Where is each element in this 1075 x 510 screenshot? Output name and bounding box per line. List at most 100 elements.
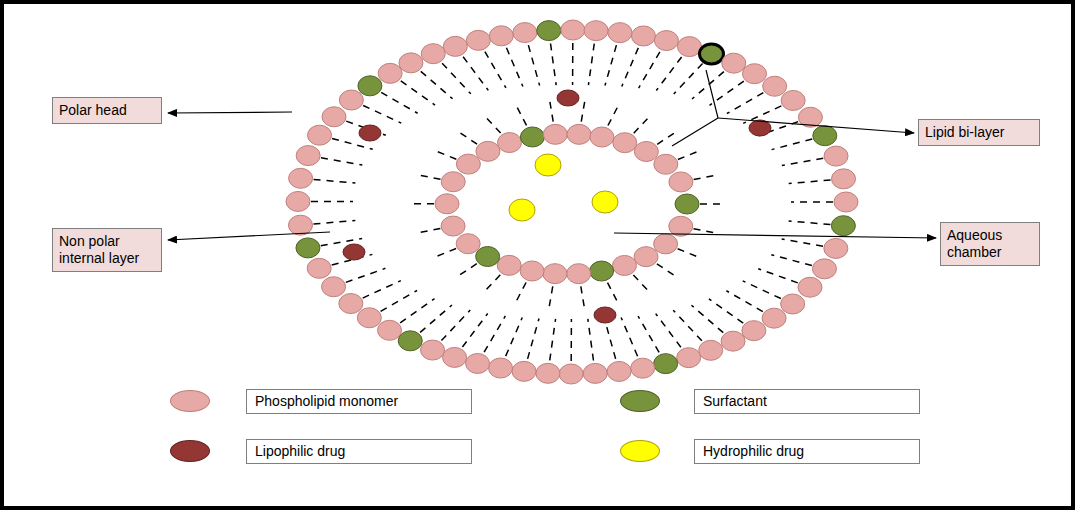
phospholipid-head [763, 76, 787, 96]
phospholipid-head [322, 277, 346, 297]
lipid-tail [455, 264, 477, 278]
surfactant-molecule [699, 44, 723, 64]
leader-line [614, 233, 936, 238]
phospholipid-head [798, 277, 822, 297]
phospholipid-head [489, 26, 513, 46]
phospholipid-head [742, 321, 766, 341]
phospholipid-head [834, 192, 858, 212]
lipid-tail [415, 229, 441, 234]
lipid-tail [673, 310, 702, 341]
lipid-tail [482, 275, 500, 294]
legend-swatch [620, 390, 660, 412]
lipid-tail [691, 305, 723, 332]
lipid-tail [506, 318, 523, 357]
lipid-tail [455, 130, 477, 144]
lipid-tail [678, 249, 702, 259]
lipid-tail [639, 52, 660, 88]
lipophilic-drug [359, 125, 381, 141]
lipid-tail [608, 283, 620, 306]
phospholipid-head [289, 168, 313, 188]
label-box: Lipid bi-layer [918, 119, 1040, 146]
lipid-tail [363, 105, 401, 123]
surfactant-molecule [813, 126, 837, 146]
phospholipid-head [476, 141, 500, 161]
phospholipid-head [812, 259, 836, 279]
lipid-tail [634, 114, 652, 133]
phospholipid-head [634, 247, 658, 267]
legend-swatch [170, 390, 210, 412]
phospholipid-head [699, 340, 723, 360]
lipid-tail [381, 92, 417, 113]
lipid-tail [463, 57, 488, 91]
surfactant-molecule [296, 238, 320, 258]
lipid-tail [789, 221, 831, 225]
phospholipid-head [456, 154, 480, 174]
phospholipid-head [543, 264, 567, 284]
lipid-tail [633, 275, 651, 294]
phospholipid-head [378, 63, 402, 83]
surfactant-molecule [654, 354, 678, 374]
lipid-tail [678, 150, 702, 160]
surfactant-molecule [590, 261, 614, 281]
phospholipid-head [607, 361, 631, 381]
lipid-tail [421, 71, 453, 98]
phospholipid-head [339, 294, 363, 314]
surfactant-molecule [520, 127, 544, 147]
lipid-tail [588, 319, 594, 361]
lipid-tail [415, 174, 441, 179]
lipid-tail [772, 139, 813, 150]
phospholipid-head [559, 364, 583, 384]
phospholipid-head [498, 133, 522, 153]
lipid-tail [314, 179, 356, 183]
phospholipid-head [520, 261, 544, 281]
lipid-tail [709, 81, 743, 105]
phospholipid-head [567, 264, 591, 284]
lipid-tail [441, 310, 470, 341]
phospholipid-head [762, 308, 786, 328]
phospholipid-head [441, 216, 465, 236]
phospholipid-head [824, 146, 848, 166]
phospholipid-head [489, 358, 513, 378]
phospholipid-head [631, 26, 655, 46]
lipid-tail [528, 318, 539, 358]
lipid-tail [432, 249, 456, 259]
lipid-tail [515, 102, 527, 125]
lipid-tail [657, 130, 679, 144]
lipid-tail [782, 239, 823, 246]
lipid-tail [726, 291, 762, 312]
phospholipid-head [781, 294, 805, 314]
phospholipid-head [339, 90, 363, 110]
phospholipid-head [443, 347, 467, 367]
phospholipid-head [456, 234, 480, 254]
lipid-tail [321, 158, 362, 165]
phospholipid-head [590, 127, 614, 147]
legend-swatch [620, 440, 660, 462]
lipid-tail [462, 314, 487, 348]
phospholipid-head [631, 358, 655, 378]
lipid-tail [709, 299, 743, 323]
lipid-tail [588, 44, 594, 86]
label-box: Polar head [52, 97, 162, 124]
lipid-tail [572, 43, 574, 85]
lipid-tail [570, 319, 572, 361]
surfactant-molecule [675, 194, 699, 214]
lipid-tail [694, 175, 720, 180]
lipid-tail [581, 96, 585, 122]
phospholipid-head [583, 363, 607, 383]
label-text: Polar head [59, 102, 155, 119]
phospholipid-head [357, 308, 381, 328]
phospholipid-head [677, 348, 701, 368]
phospholipid-head [742, 64, 766, 84]
phospholipid-heads [286, 20, 858, 384]
legend-text: Hydrophilic drug [694, 439, 920, 464]
hydrophilic-drug [535, 154, 561, 176]
label-box: Non polar internal layer [52, 228, 162, 272]
phospholipid-head [435, 194, 459, 214]
phospholipid-head [721, 331, 745, 351]
lipid-tail [656, 314, 681, 348]
label-text: Non polar internal layer [59, 233, 155, 267]
lipid-tail [604, 318, 615, 358]
phospholipid-head [288, 215, 312, 235]
lipid-tail [528, 45, 539, 85]
